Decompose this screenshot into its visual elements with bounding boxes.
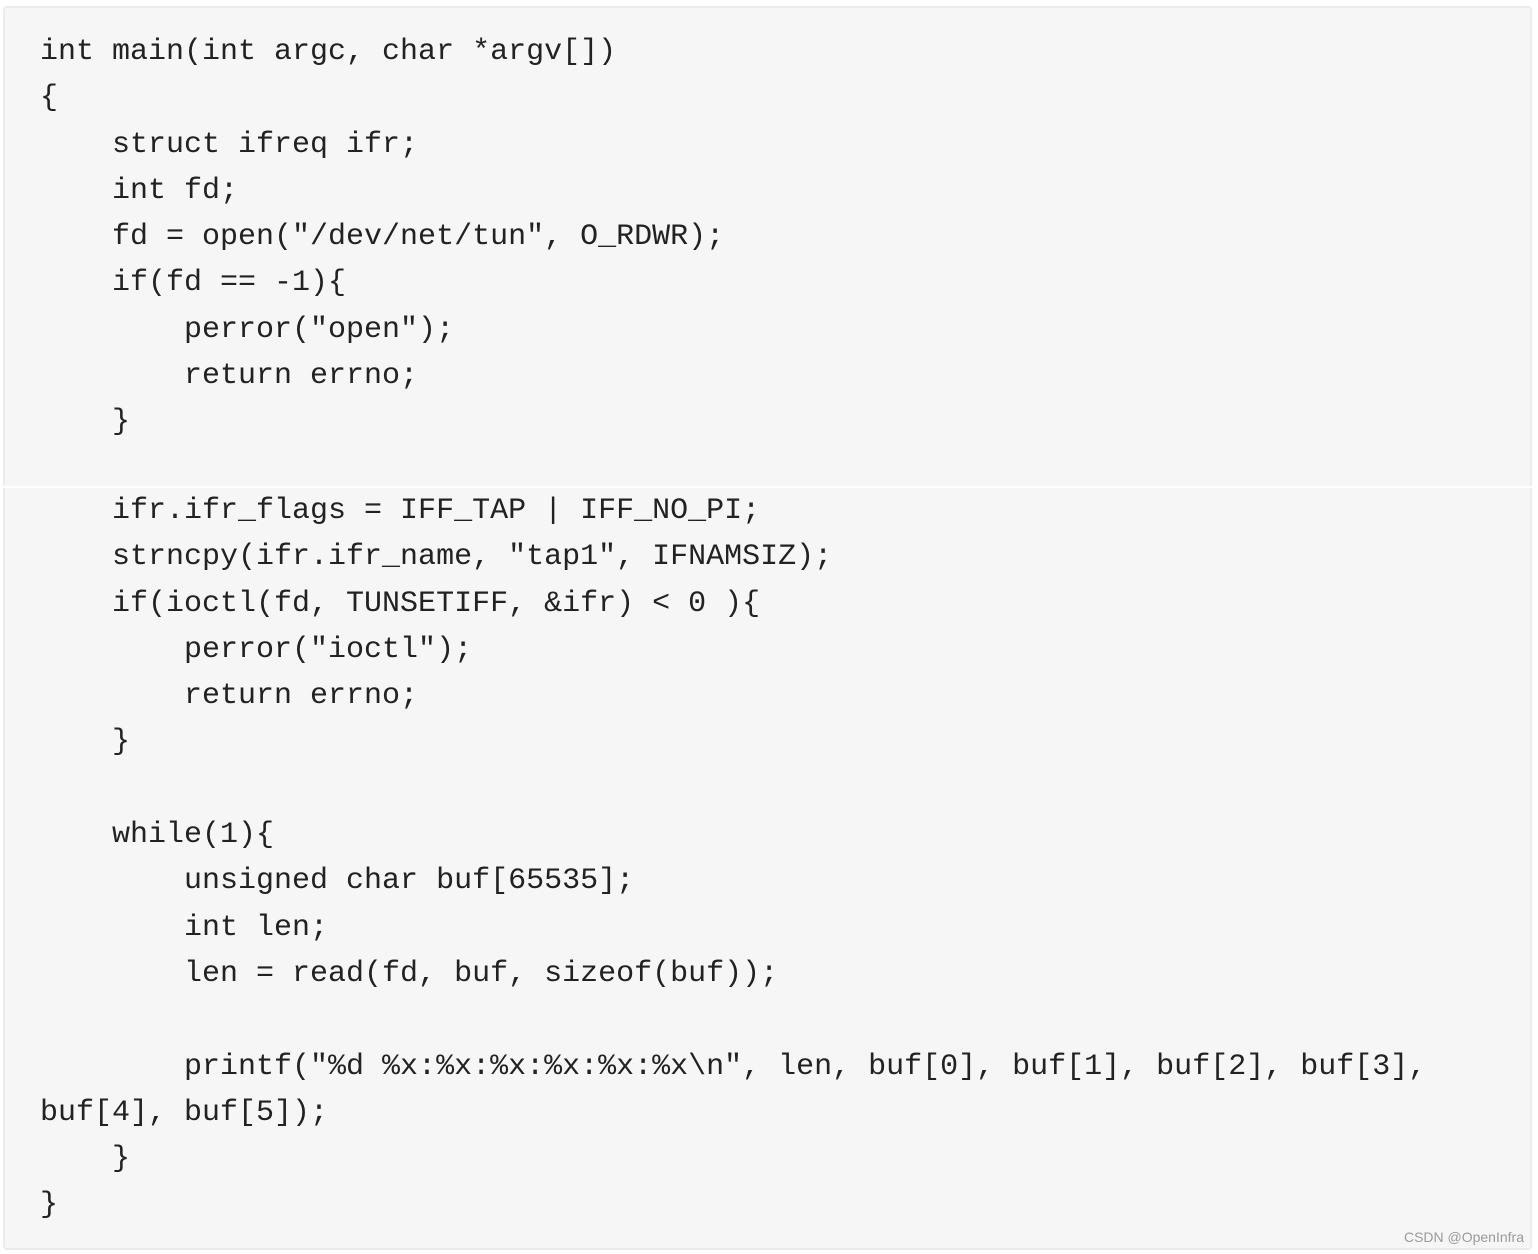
- code-line: }: [40, 405, 131, 440]
- code-line: int fd;: [40, 173, 239, 208]
- code-block-bottom: ifr.ifr_flags = IFF_TAP | IFF_NO_PI; str…: [3, 488, 1532, 1250]
- code-line: len = read(fd, buf, sizeof(buf));: [40, 956, 779, 991]
- code-line: if(ioctl(fd, TUNSETIFF, &ifr) < 0 ){: [40, 586, 761, 621]
- code-line: }: [40, 1188, 59, 1223]
- code-line: if(fd == -1){: [40, 266, 347, 301]
- code-line: [40, 997, 1530, 1043]
- code-line: int len;: [40, 910, 329, 945]
- code-block-top: int main(int argc, char *argv[]) { struct…: [3, 6, 1532, 486]
- code-line: while(1){: [40, 818, 275, 853]
- code-line: unsigned char buf[65535];: [40, 864, 635, 899]
- code-line: [40, 766, 1530, 812]
- code-line: fd = open("/dev/net/tun", O_RDWR);: [40, 220, 725, 255]
- code-line: strncpy(ifr.ifr_name, "tap1", IFNAMSIZ);: [40, 540, 833, 575]
- code-line: struct ifreq ifr;: [40, 127, 419, 162]
- code-line: }: [40, 1142, 131, 1177]
- code-line: int main(int argc, char *argv[]): [40, 35, 617, 69]
- code-line: return errno;: [40, 679, 419, 714]
- code-line: printf("%d %x:%x:%x:%x:%x:%x\n", len, bu…: [40, 1049, 1427, 1084]
- code-line: perror("open");: [40, 312, 455, 347]
- code-line: perror("ioctl");: [40, 632, 473, 667]
- code-line: [40, 446, 1530, 486]
- code-line: ifr.ifr_flags = IFF_TAP | IFF_NO_PI;: [40, 494, 761, 528]
- watermark: CSDN @OpenInfra: [1403, 1229, 1524, 1245]
- code-line: buf[4], buf[5]);: [40, 1095, 329, 1130]
- code-line: return errno;: [40, 359, 419, 394]
- code-line: }: [40, 725, 131, 760]
- code-line: {: [40, 81, 59, 116]
